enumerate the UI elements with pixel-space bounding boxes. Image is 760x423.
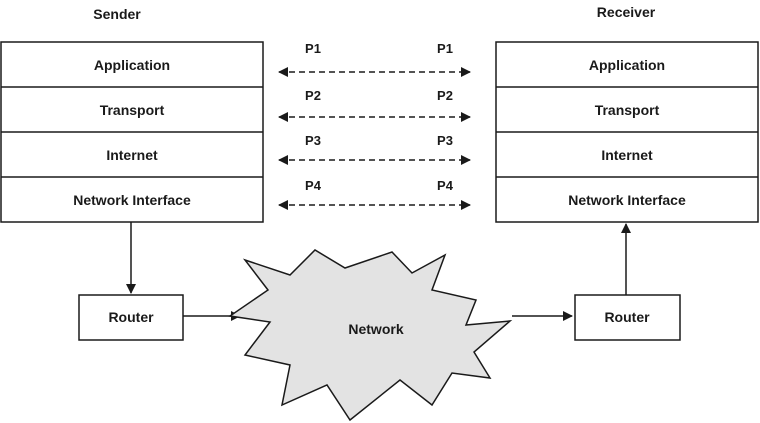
- sender-layer-network-interface: Network Interface: [73, 192, 191, 208]
- receiver-stack: Application Transport Internet Network I…: [495, 41, 759, 223]
- protocol-label-p2-right: P2: [437, 88, 453, 103]
- protocol-label-p1-right: P1: [437, 41, 453, 56]
- receiver-layer-internet: Internet: [601, 147, 653, 163]
- peer-protocols: P1 P1 P2 P2 P3 P3 P4 P4: [278, 41, 471, 210]
- sender-layer-application: Application: [94, 57, 170, 73]
- receiver-title: Receiver: [597, 4, 656, 20]
- receiver-router-box: [574, 294, 681, 341]
- protocol-label-p4-right: P4: [437, 178, 454, 193]
- protocol-label-p4-left: P4: [305, 178, 322, 193]
- receiver-layer-network-interface: Network Interface: [568, 192, 686, 208]
- sender-layer-internet: Internet: [106, 147, 158, 163]
- receiver-layer-transport: Transport: [595, 102, 660, 118]
- protocol-label-p3-right: P3: [437, 133, 453, 148]
- sender-router-box: [78, 294, 184, 341]
- network-cloud: [228, 249, 513, 422]
- sender-stack: Application Transport Internet Network I…: [0, 41, 264, 223]
- sender-router-label: Router: [108, 309, 154, 325]
- protocol-label-p3-left: P3: [305, 133, 321, 148]
- receiver-router-label: Router: [604, 309, 650, 325]
- network-label: Network: [348, 321, 403, 337]
- receiver-layer-application: Application: [589, 57, 665, 73]
- sender-title: Sender: [93, 6, 141, 22]
- protocol-label-p1-left: P1: [305, 41, 321, 56]
- sender-layer-transport: Transport: [100, 102, 165, 118]
- protocol-label-p2-left: P2: [305, 88, 321, 103]
